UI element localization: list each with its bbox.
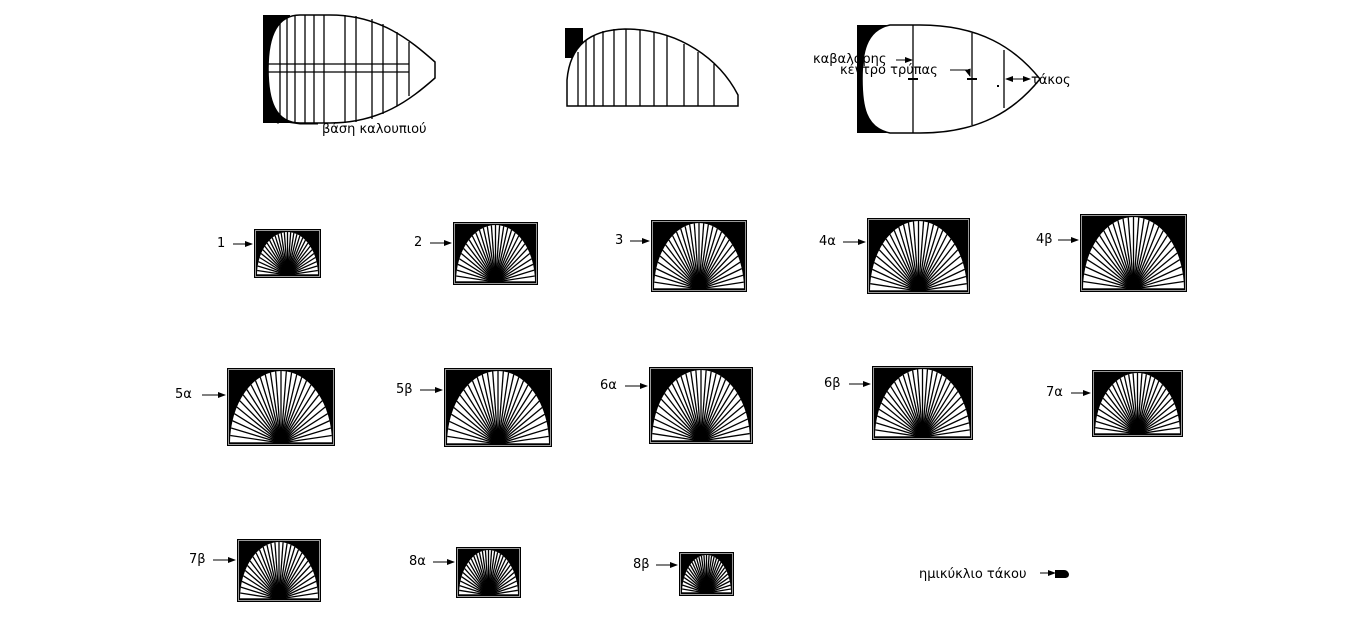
section-label: 5α: [175, 387, 192, 402]
section-label: 1: [217, 236, 226, 251]
section-label: 5β: [396, 382, 413, 397]
section-7a-drawing: [1092, 370, 1183, 437]
section-label: 8β: [633, 557, 650, 572]
section-6b-drawing: [872, 366, 973, 440]
section-arrows: [202, 237, 1091, 576]
section-label: 3: [615, 233, 624, 248]
section-label: 4α: [819, 234, 836, 249]
section-5a-drawing: [227, 368, 335, 446]
section-label: 7α: [1046, 385, 1063, 400]
section-3-drawing: [651, 220, 747, 292]
section-label: 2: [414, 235, 423, 250]
section-label: 7β: [189, 552, 206, 567]
mold-side-view: [565, 28, 739, 107]
peg-semicircle-icon: [1055, 570, 1069, 578]
peg-layout-view: [857, 24, 1041, 134]
mold-base-label: βάση καλουπιού: [322, 122, 427, 137]
section-4a-drawing: [867, 218, 970, 294]
peg-label: τάκος: [1031, 73, 1071, 88]
hole-center-label: κέντρο τρύπας: [840, 63, 938, 78]
section-label: 4β: [1036, 232, 1053, 247]
section-label: 8α: [409, 554, 426, 569]
section-8a-drawing: [456, 547, 521, 598]
section-label: 6β: [824, 376, 841, 391]
section-6a-drawing: [649, 367, 753, 444]
section-2-drawing: [453, 222, 538, 285]
section-1-drawing: [254, 229, 321, 278]
section-4b-drawing: [1080, 214, 1187, 292]
section-5b-drawing: [444, 368, 552, 447]
section-8b-drawing: [679, 552, 734, 596]
peg-semicircle-label: ημικύκλιο τάκου: [919, 567, 1027, 582]
mold-top-view: [263, 14, 436, 125]
saddle-label: καβαλάρης: [813, 52, 887, 67]
section-7b-drawing: [237, 539, 321, 602]
section-label: 6α: [600, 378, 617, 393]
